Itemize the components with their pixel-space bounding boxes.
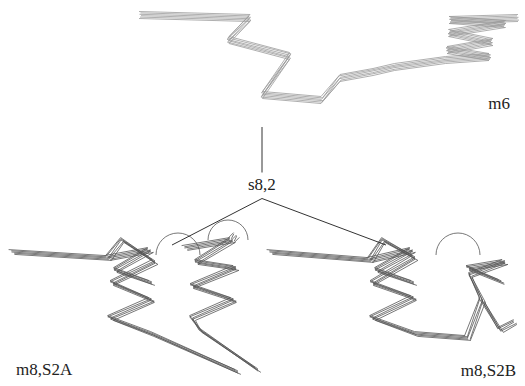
structure-figure xyxy=(139,12,519,104)
structure-node: m8,S2B xyxy=(268,245,520,382)
model-label: m8,S2B xyxy=(461,362,516,381)
tree-link xyxy=(172,199,262,246)
bond-stroke xyxy=(140,17,519,102)
bond-stroke xyxy=(185,240,259,370)
structure-node: m8,S2A xyxy=(8,245,266,382)
bond-stroke xyxy=(272,242,471,340)
bond-stroke xyxy=(12,240,239,372)
bond-stroke xyxy=(187,241,258,371)
model-label: m8,S2A xyxy=(16,361,72,380)
bond-stroke xyxy=(272,241,468,339)
bond-stroke xyxy=(9,238,236,370)
bond-stroke xyxy=(370,250,415,283)
structure-figure xyxy=(267,233,517,340)
bond-stroke xyxy=(140,14,519,99)
bond-stroke xyxy=(11,239,238,371)
model-label: m6 xyxy=(488,95,510,114)
structure-node: s8,2 xyxy=(245,173,279,198)
bond-stroke xyxy=(139,19,518,104)
tree-link xyxy=(262,199,386,246)
bond-stroke xyxy=(110,252,154,285)
arc-stroke xyxy=(156,233,200,255)
bond-stroke xyxy=(187,242,261,372)
bond-stroke xyxy=(234,237,239,242)
bond-stroke xyxy=(182,238,256,368)
bond-stroke xyxy=(372,252,417,285)
bond-stroke xyxy=(484,301,517,331)
model-label: s8,2 xyxy=(248,176,276,195)
bond-stroke xyxy=(269,239,468,337)
tree-link xyxy=(262,127,263,173)
bond-stroke xyxy=(141,16,518,101)
structure-node: m6 xyxy=(135,8,520,126)
arc-stroke xyxy=(436,233,480,255)
bond-stroke xyxy=(184,239,257,369)
bond-stroke xyxy=(267,238,466,336)
bond-stroke xyxy=(270,240,469,338)
bond-stroke xyxy=(481,299,514,329)
bond-stroke xyxy=(484,302,517,332)
structure-figure xyxy=(9,220,261,374)
